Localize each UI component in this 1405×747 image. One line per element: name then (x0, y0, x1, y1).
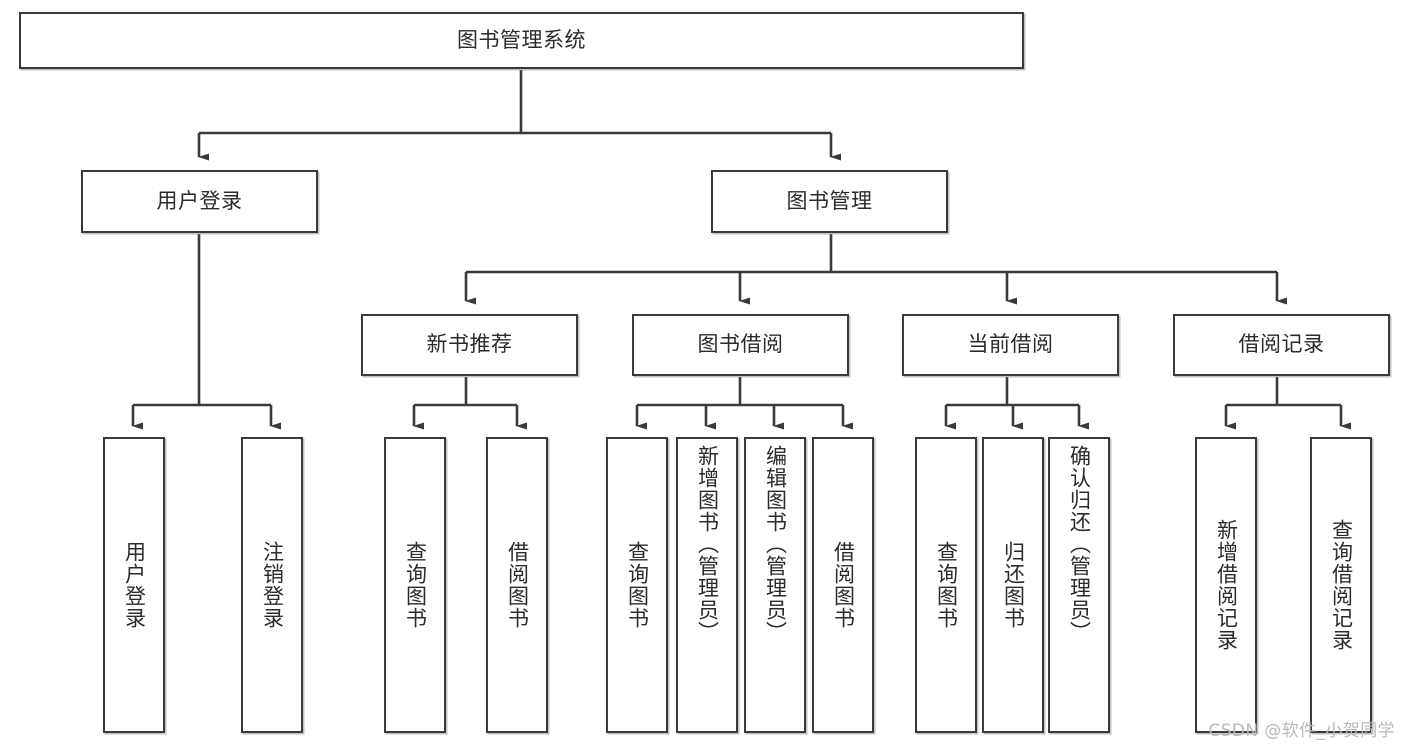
leaf-borrow-record-query[interactable]: 查询借阅记录 (1310, 437, 1372, 733)
node-root-book-management-system[interactable]: 图书管理系统 (19, 12, 1024, 69)
leaf-borrow-record-add[interactable]: 新增借阅记录 (1195, 437, 1257, 733)
node-label: 确认归还（管理员） (1067, 445, 1092, 643)
leaf-book-borrow-borrow[interactable]: 借阅图书 (812, 437, 874, 733)
leaf-current-borrow-query[interactable]: 查询图书 (915, 437, 977, 733)
leaf-new-book-borrow[interactable]: 借阅图书 (486, 437, 548, 733)
node-label: 当前借阅 (967, 332, 1054, 357)
leaf-book-borrow-add-admin[interactable]: 新增图书（管理员） (676, 437, 738, 733)
leaf-user-login-logout[interactable]: 注销登录 (241, 437, 303, 733)
leaf-book-borrow-edit-admin[interactable]: 编辑图书（管理员） (744, 437, 806, 733)
node-label: 新书推荐 (426, 332, 513, 357)
node-label: 图书借阅 (697, 332, 784, 357)
node-label: 新增图书（管理员） (695, 445, 720, 643)
node-label: 新增借阅记录 (1214, 519, 1239, 651)
leaf-user-login-login[interactable]: 用户登录 (103, 437, 165, 733)
node-label: 查询图书 (934, 541, 959, 629)
node-current-borrow[interactable]: 当前借阅 (902, 314, 1119, 376)
node-label: 查询图书 (625, 541, 650, 629)
node-label: 编辑图书（管理员） (763, 445, 788, 643)
leaf-new-book-query[interactable]: 查询图书 (384, 437, 446, 733)
node-label: 查询图书 (403, 541, 428, 629)
node-label: 用户登录 (122, 541, 147, 629)
node-book-management[interactable]: 图书管理 (711, 170, 948, 233)
leaf-book-borrow-query[interactable]: 查询图书 (606, 437, 668, 733)
node-label: 查询借阅记录 (1329, 519, 1354, 651)
leaf-current-borrow-confirm-return-admin[interactable]: 确认归还（管理员） (1048, 437, 1110, 733)
node-label: 用户登录 (156, 188, 243, 213)
node-label: 借阅记录 (1238, 332, 1325, 357)
node-label: 图书管理 (786, 188, 873, 213)
leaf-current-borrow-return[interactable]: 归还图书 (982, 437, 1044, 733)
node-label: 注销登录 (260, 541, 285, 629)
node-borrow-record[interactable]: 借阅记录 (1173, 314, 1390, 376)
node-user-login[interactable]: 用户登录 (81, 170, 318, 233)
node-label: 借阅图书 (831, 541, 856, 629)
node-label: 归还图书 (1001, 541, 1026, 629)
csdn-watermark: CSDN @软件_小贺同学 (1208, 721, 1395, 741)
node-book-borrow[interactable]: 图书借阅 (632, 314, 849, 376)
node-label: 借阅图书 (505, 541, 530, 629)
node-new-book-recommend[interactable]: 新书推荐 (361, 314, 578, 376)
node-label: 图书管理系统 (457, 27, 586, 52)
